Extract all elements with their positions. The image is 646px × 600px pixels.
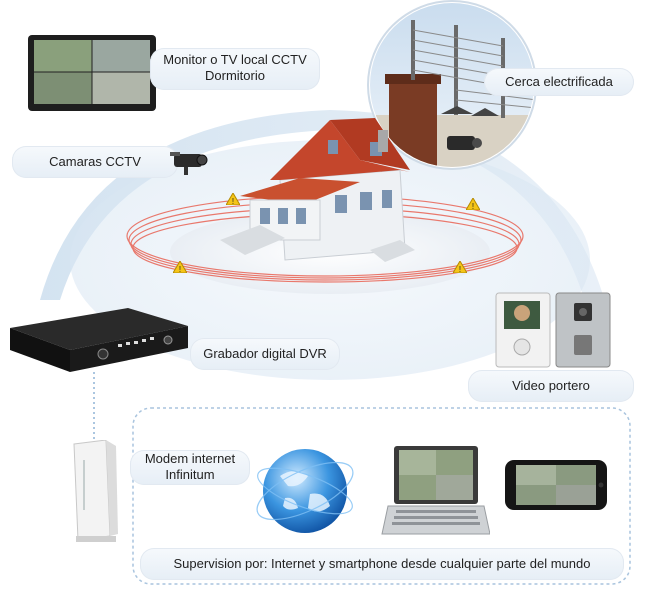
- svg-text:!: !: [232, 197, 234, 205]
- fence-label: Cerca electrificada: [484, 68, 634, 96]
- house-illustration: [210, 100, 430, 270]
- modem-label-line2: Infinitum: [165, 467, 215, 482]
- dvr-icon: [10, 308, 188, 372]
- monitor-icon: [28, 35, 156, 111]
- monitor-label-line1: Monitor o TV local CCTV: [163, 52, 307, 67]
- video-intercom-label: Video portero: [468, 370, 634, 402]
- modem-label: Modem internet Infinitum: [130, 450, 250, 485]
- warning-icon: !: [226, 193, 240, 205]
- svg-text:!: !: [472, 202, 474, 210]
- cctv-camera-icon: [170, 152, 208, 175]
- svg-text:!: !: [179, 265, 181, 273]
- smartphone-device: [504, 459, 608, 511]
- warning-icon: !: [173, 261, 187, 273]
- warning-icon: !: [466, 198, 480, 210]
- fence-label-text: Cerca electrificada: [505, 74, 613, 89]
- fence-icon: [367, 0, 537, 170]
- dvr-label-text: Grabador digital DVR: [203, 346, 327, 361]
- video-intercom-label-text: Video portero: [512, 378, 590, 393]
- modem-device: [66, 440, 122, 544]
- laptop-icon: [381, 446, 490, 535]
- dvr-device: [8, 306, 190, 376]
- monitor-label: Monitor o TV local CCTV Dormitorio: [150, 48, 320, 90]
- modem-label-line1: Modem internet: [144, 451, 236, 466]
- video-intercom: [494, 291, 612, 369]
- warning-icon: !: [453, 261, 467, 273]
- monitor-tv: [27, 34, 157, 114]
- dvr-label: Grabador digital DVR: [190, 338, 340, 370]
- globe-internet: [250, 436, 360, 546]
- supervision-label-text: Supervision por: Internet y smartphone d…: [173, 556, 591, 571]
- svg-text:!: !: [459, 265, 461, 273]
- cameras-label-text: Camaras CCTV: [49, 154, 141, 169]
- smartphone-icon: [505, 460, 607, 510]
- laptop-device: [380, 444, 490, 540]
- monitor-label-line2: Dormitorio: [205, 68, 265, 83]
- cameras-label: Camaras CCTV: [12, 146, 178, 178]
- globe-icon: [256, 449, 354, 533]
- cctv-camera: [166, 148, 208, 178]
- modem-icon: [73, 440, 118, 542]
- supervision-label: Supervision por: Internet y smartphone d…: [140, 548, 624, 580]
- electric-fence-illustration: [367, 0, 537, 170]
- house-icon: [220, 118, 415, 262]
- video-intercom-icon: [495, 292, 611, 368]
